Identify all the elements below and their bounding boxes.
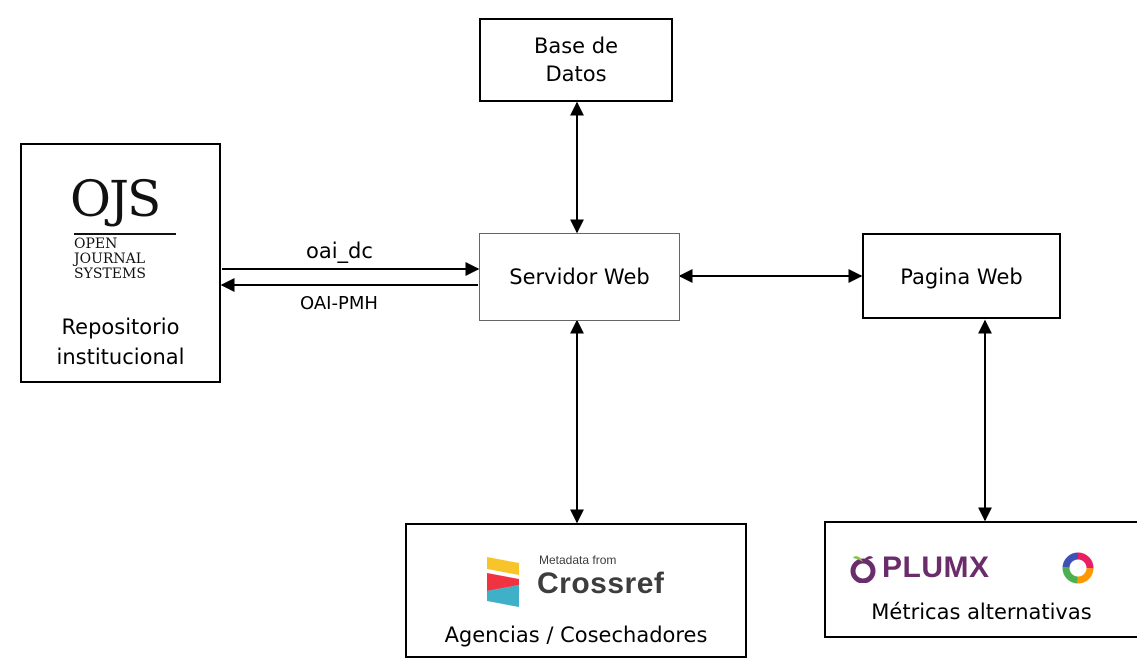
crossref-logo-small: Metadata from bbox=[539, 553, 617, 567]
ojs-logo-rule bbox=[74, 233, 176, 235]
ojs-logo-main: OJS bbox=[70, 170, 161, 228]
web-page-node: Pagina Web bbox=[862, 233, 1061, 319]
ojs-logo-line2: JOURNAL bbox=[74, 251, 146, 267]
crossref-mark-icon bbox=[487, 557, 519, 607]
altmetrics-label: Métricas alternativas bbox=[871, 600, 1092, 624]
repository-label-line1: Repositorio bbox=[61, 315, 180, 339]
crossref-logo: Metadata from Crossref bbox=[483, 549, 683, 619]
repository-label-line2: institucional bbox=[56, 345, 185, 369]
repository-node: OJS OPEN JOURNAL SYSTEMS Repositorio ins… bbox=[20, 143, 221, 383]
web-server-label: Servidor Web bbox=[509, 265, 650, 289]
web-page-label: Pagina Web bbox=[900, 265, 1023, 289]
crossref-mark-teal bbox=[487, 585, 519, 607]
altmetric-ring-icon bbox=[1062, 552, 1094, 584]
plumx-logo-text: PLUMX bbox=[882, 551, 990, 584]
ojs-logo: OJS OPEN JOURNAL SYSTEMS bbox=[70, 173, 180, 293]
crossref-mark-yellow bbox=[487, 557, 519, 575]
database-label-line1: Base de bbox=[533, 34, 619, 58]
plumx-plum-icon bbox=[850, 556, 876, 583]
ojs-logo-line1: OPEN bbox=[74, 236, 118, 252]
altmetrics-node: PLUMX Métricas alternativas bbox=[824, 521, 1137, 638]
database-label-line2: Datos bbox=[545, 62, 607, 86]
database-node: Base de Datos bbox=[479, 18, 673, 102]
edge-label-oai-pmh: OAI-PMH bbox=[300, 293, 378, 314]
ojs-logo-line3: SYSTEMS bbox=[74, 266, 146, 282]
agencies-node: Metadata from Crossref Agencias / Cosech… bbox=[405, 523, 747, 658]
edge-label-oai-dc: oai_dc bbox=[306, 239, 373, 263]
agencies-label: Agencias / Cosechadores bbox=[444, 623, 708, 647]
crossref-logo-main: Crossref bbox=[537, 567, 665, 600]
web-server-node: Servidor Web bbox=[479, 233, 680, 321]
